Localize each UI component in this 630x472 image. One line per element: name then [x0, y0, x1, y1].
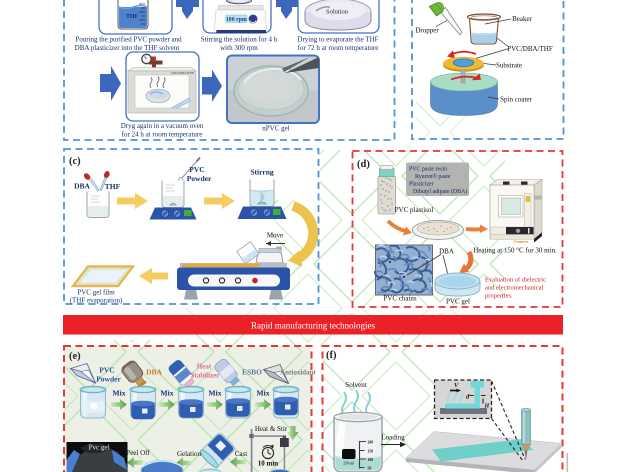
svg-text:Peel Off: Peel Off: [126, 449, 150, 457]
svg-text:Rapid manufacturing technologi: Rapid manufacturing technologies: [251, 321, 375, 331]
svg-text:Dropper: Dropper: [415, 27, 439, 35]
svg-text:DBA plasticizer into the THF s: DBA plasticizer into the THF solvent: [75, 44, 180, 52]
svg-text:Mix: Mix: [257, 389, 270, 398]
svg-text:Heat & Stir: Heat & Stir: [255, 425, 288, 433]
svg-text:Loading: Loading: [381, 434, 405, 442]
svg-text:Move: Move: [267, 232, 283, 240]
svg-text:H: H: [484, 404, 490, 410]
svg-text:Stabilizer: Stabilizer: [191, 372, 220, 380]
svg-text:Beaker: Beaker: [512, 15, 532, 23]
svg-text:DBA: DBA: [74, 182, 90, 191]
svg-text:Dibutyl adipate (DBA): Dibutyl adipate (DBA): [413, 188, 467, 195]
svg-text:DBA: DBA: [439, 248, 454, 256]
svg-text:Dryg again in a vacuum oven: Dryg again in a vacuum oven: [121, 122, 204, 130]
svg-text:d: d: [466, 394, 470, 401]
svg-text:(d): (d): [357, 159, 370, 170]
svg-text:150: 150: [368, 450, 374, 454]
svg-text:PVC/DBA/THF: PVC/DBA/THF: [507, 45, 553, 53]
svg-text:Substrate: Substrate: [496, 62, 522, 70]
svg-text:50: 50: [368, 467, 372, 471]
svg-text:for 24 h at room temperature: for 24 h at room temperature: [122, 131, 203, 139]
svg-text:PVC gel: PVC gel: [446, 298, 470, 306]
svg-text:100 rpm: 100 rpm: [226, 17, 247, 23]
svg-text:10 min: 10 min: [258, 460, 279, 468]
svg-text:VACUUM OVEN: VACUUM OVEN: [171, 71, 195, 75]
svg-text:(THF evaporation): (THF evaporation): [70, 297, 123, 305]
svg-text:THF: THF: [105, 182, 121, 191]
svg-text:Antioxidant: Antioxidant: [280, 369, 316, 377]
svg-text:with 300 rpm: with 300 rpm: [220, 44, 258, 52]
svg-text:Mix: Mix: [113, 389, 126, 398]
svg-text:Gelation: Gelation: [177, 450, 202, 458]
svg-text:Heating at 150 °C for 30 min.: Heating at 150 °C for 30 min.: [473, 247, 557, 255]
svg-text:Pvc gel: Pvc gel: [89, 444, 110, 452]
svg-text:Spin coater: Spin coater: [500, 96, 532, 104]
svg-text:(e): (e): [69, 351, 81, 362]
svg-text:V: V: [454, 382, 459, 389]
svg-text:Drying to evaporate the THF: Drying to evaporate the THF: [297, 36, 378, 44]
svg-text:Dongguan: Dongguan: [514, 240, 529, 244]
svg-text:for 72 h at room temperature: for 72 h at room temperature: [298, 44, 379, 52]
svg-text:and electromechanical: and electromechanical: [485, 285, 543, 292]
svg-text:PVC: PVC: [99, 366, 114, 375]
svg-text:(c): (c): [69, 156, 81, 167]
svg-text:Mix: Mix: [161, 389, 174, 398]
svg-text:nPVC gel: nPVC gel: [262, 125, 289, 133]
svg-text:200: 200: [368, 441, 374, 445]
svg-text:Stirring the solution for 4 h: Stirring the solution for 4 h: [201, 36, 278, 44]
svg-text:(f): (f): [326, 350, 337, 361]
svg-text:Powder: Powder: [187, 174, 212, 183]
svg-text:properties.: properties.: [485, 293, 513, 300]
svg-text:PVC chains: PVC chains: [383, 295, 417, 303]
svg-text:Plasticizer: Plasticizer: [409, 182, 434, 188]
svg-text:PVC paste resin: PVC paste resin: [409, 167, 447, 173]
svg-text:PVC plastisol: PVC plastisol: [395, 206, 434, 214]
svg-text:PVC gel film: PVC gel film: [77, 289, 115, 297]
svg-text:Solution: Solution: [326, 9, 349, 16]
svg-text:Ryuron® paste: Ryuron® paste: [415, 173, 451, 180]
svg-text:Pouring the purified PVC powde: Pouring the purified PVC powder and: [75, 36, 182, 44]
svg-text:Heat: Heat: [197, 363, 212, 371]
svg-text:Powder: Powder: [96, 375, 121, 384]
svg-text:PVC: PVC: [189, 165, 204, 174]
svg-text:100: 100: [368, 458, 374, 462]
svg-text:DBA: DBA: [146, 368, 162, 377]
svg-text:THF: THF: [126, 14, 139, 20]
svg-text:Mix: Mix: [209, 389, 222, 398]
svg-text:Stirrng: Stirrng: [250, 168, 274, 177]
svg-text:ESBO: ESBO: [242, 368, 262, 377]
svg-text:Solvent: Solvent: [345, 381, 366, 389]
svg-text:Evaluation of dielectric: Evaluation of dielectric: [485, 277, 546, 284]
svg-text:250 ml: 250 ml: [343, 462, 353, 466]
svg-text:Cast: Cast: [235, 450, 248, 458]
